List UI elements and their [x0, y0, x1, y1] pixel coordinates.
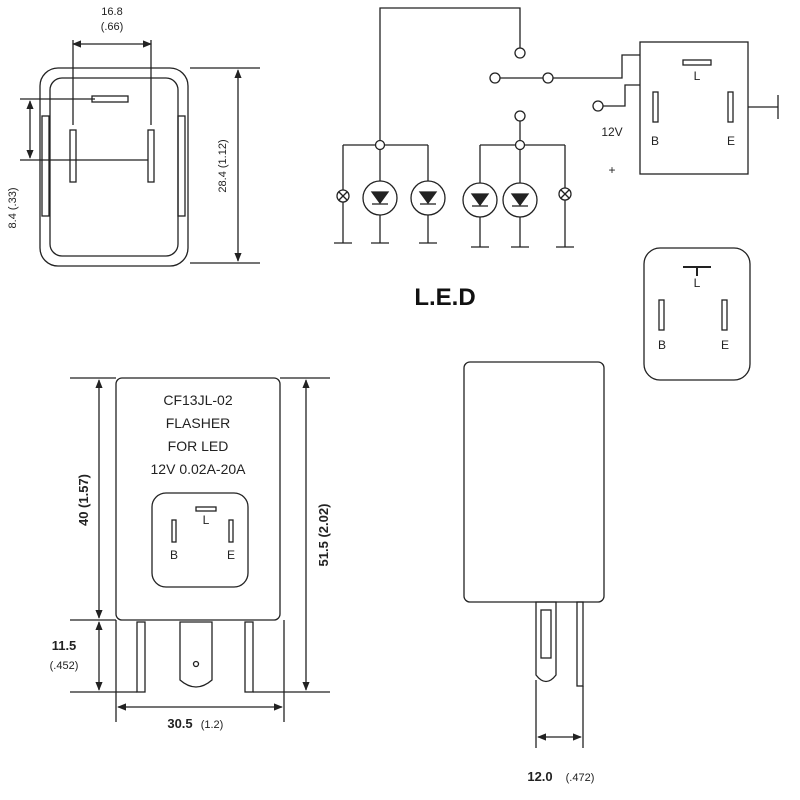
front-socket: [151, 492, 249, 588]
front-terminal-b: [136, 621, 146, 693]
supply-terminal: [592, 100, 604, 112]
top-width-dim-label: 16.8: [101, 6, 122, 18]
top-view-right-rib: [177, 115, 186, 217]
front-terminal-l: [179, 621, 213, 688]
led-title: L.E.D: [414, 284, 475, 311]
top-view-left-rib: [41, 115, 50, 217]
front-pin-e-label: E: [227, 548, 235, 562]
front-label-line2: FLASHER: [166, 415, 231, 431]
top-view-pin-l: [91, 95, 129, 103]
supply-plus-label: +: [608, 163, 615, 177]
schematic: [334, 7, 779, 248]
socket-pin-b-label: B: [658, 338, 666, 352]
relay-pin-l-label: L: [694, 69, 701, 83]
top-view-pin-b: [69, 129, 77, 183]
lamp-right-icon: [558, 187, 572, 201]
side-body: [463, 361, 605, 603]
front-pin-l: [195, 506, 217, 512]
front-pin-dim-inch-label: (.452): [50, 660, 79, 672]
front-body-dim-label: 40 (1.57): [76, 474, 91, 526]
relay-pin-l: [682, 59, 712, 66]
top-width-dim-inch-label: (.66): [101, 21, 124, 33]
relay-box: [639, 41, 749, 175]
front-label-line3: FOR LED: [168, 438, 229, 454]
front-pin-e: [228, 519, 234, 543]
led-left-2-icon: [410, 180, 446, 216]
relay-pin-b: [652, 91, 659, 123]
front-pin-b-label: B: [170, 548, 178, 562]
front-body: [115, 377, 281, 621]
front-terminal-l-hole: [192, 660, 200, 668]
top-pin-dim-label: 8.4 (.33): [7, 188, 19, 229]
junction-right: [514, 139, 526, 151]
relay-pin-b-label: B: [651, 134, 659, 148]
wire-to-b: [603, 84, 640, 107]
lamp-left-icon: [336, 189, 350, 203]
switch-contact-bottom: [514, 110, 526, 122]
front-pin-b: [171, 519, 177, 543]
top-height-dim-label: 28.4 (1.12): [217, 139, 229, 192]
relay-pin-e-label: E: [727, 134, 735, 148]
led-left-1-icon: [362, 180, 398, 216]
front-width-dim-inch-label: (1.2): [201, 719, 224, 731]
front-label-line1: CF13JL-02: [163, 392, 232, 408]
side-terminal-front: [535, 601, 557, 683]
wire-top-loop: [379, 7, 521, 145]
front-terminal-e: [244, 621, 254, 693]
socket-pin-e-label: E: [721, 338, 729, 352]
socket-body: [643, 247, 751, 381]
top-view-pin-e: [147, 129, 155, 183]
front-total-dim-label: 51.5 (2.02): [316, 504, 331, 567]
socket-pin-l-label: L: [694, 276, 701, 290]
side-terminal-rear: [576, 601, 584, 687]
side-width-dim-label: 12.0: [527, 769, 552, 784]
led-right-1-icon: [462, 182, 498, 218]
side-terminal-slot: [540, 609, 552, 659]
switch-pivot: [489, 72, 501, 84]
socket-pin-e: [721, 299, 728, 331]
socket-view: [643, 247, 751, 381]
switch-contact-top: [514, 47, 526, 59]
top-view: [20, 40, 260, 267]
junction-left: [374, 139, 386, 151]
top-view-inner-body: [49, 77, 179, 257]
socket-pin-b: [658, 299, 665, 331]
front-pin-l-label: L: [203, 513, 210, 527]
front-view: [70, 377, 330, 722]
front-width-dim-label: 30.5: [167, 716, 192, 731]
wire-to-l: [553, 54, 640, 79]
relay-pin-e: [727, 91, 734, 123]
side-view: [463, 361, 605, 748]
side-width-dim-inch-label: (.472): [566, 772, 595, 784]
front-label-line4: 12V 0.02A-20A: [151, 461, 247, 477]
front-pin-dim-label: 11.5: [52, 638, 77, 653]
led-right-2-icon: [502, 182, 538, 218]
switch-output-terminal: [542, 72, 554, 84]
top-view-outer-body: [39, 67, 189, 267]
supply-voltage-label: 12V: [601, 125, 622, 139]
